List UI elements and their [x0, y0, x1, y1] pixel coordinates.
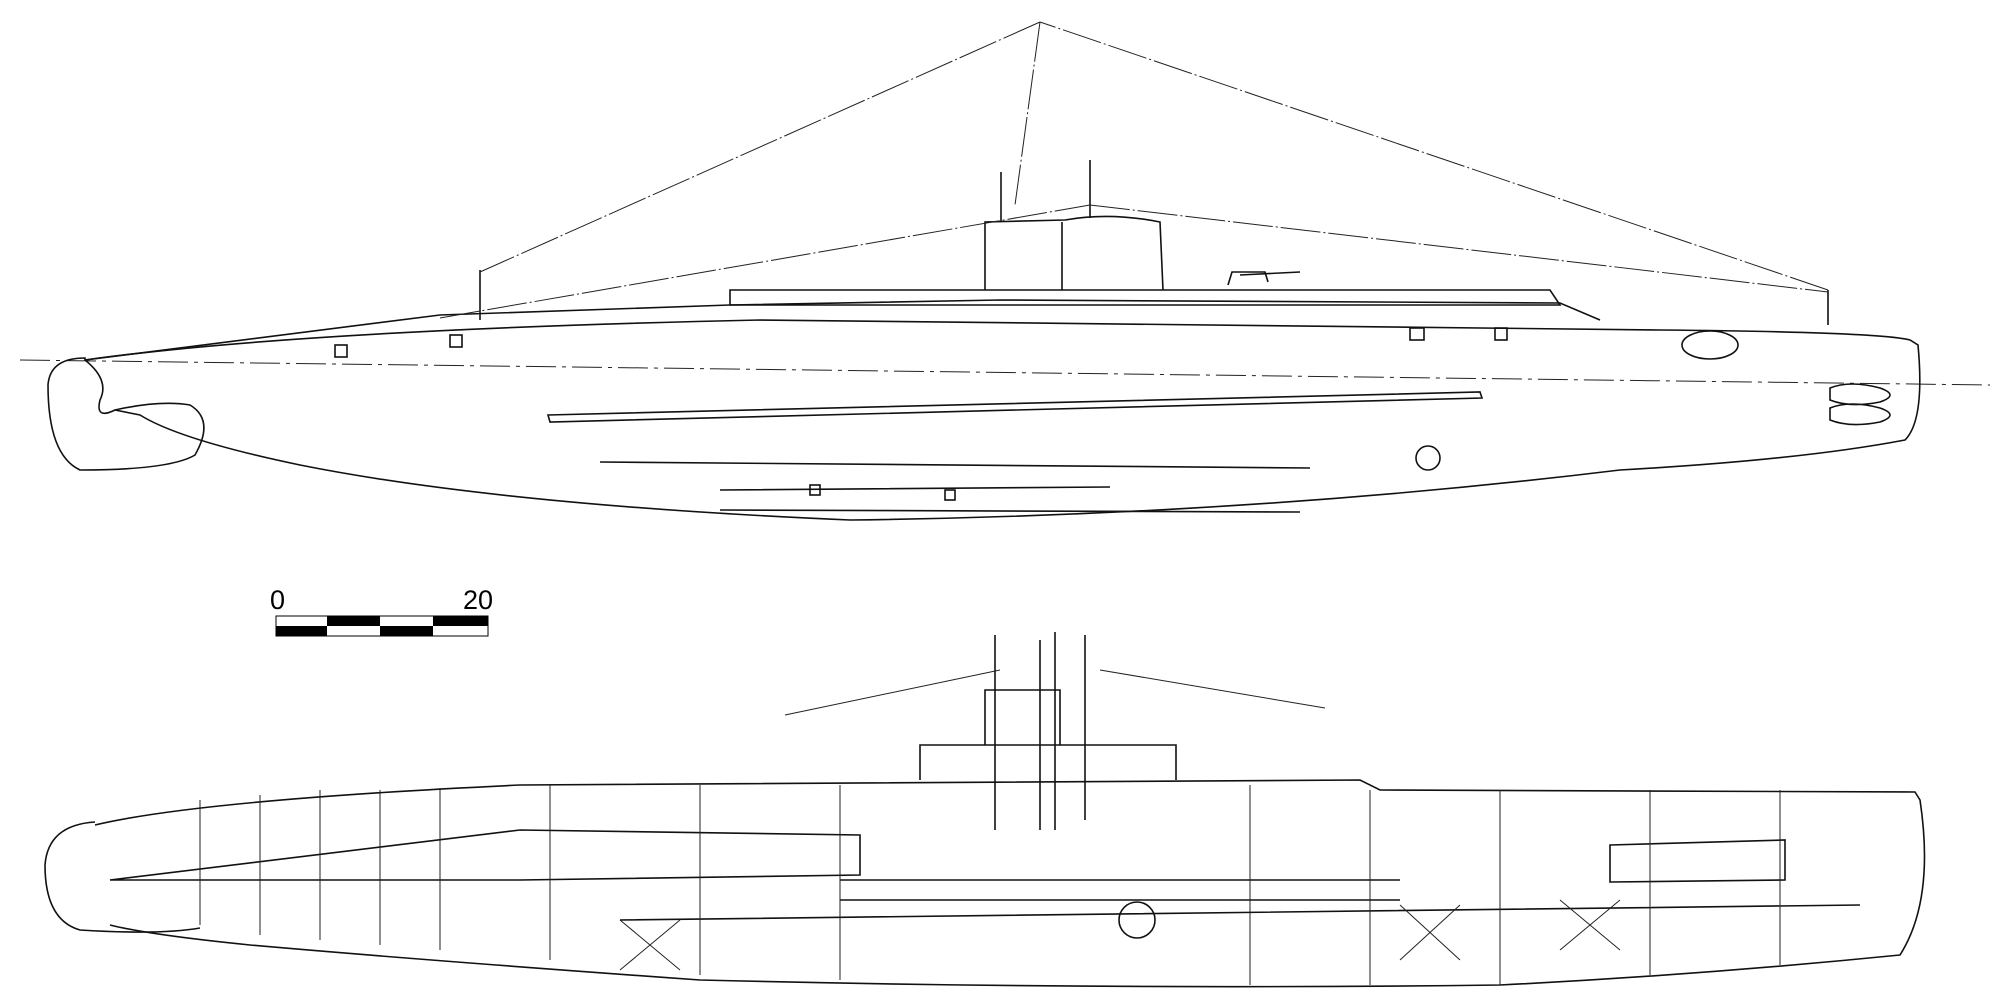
scale-bar	[275, 615, 489, 637]
inboard-hull	[94, 779, 1926, 988]
profile-view	[19, 21, 1991, 521]
scale-end-label: 20	[463, 585, 494, 615]
inboard-profile-view	[44, 632, 1926, 988]
deck-gun	[1227, 271, 1301, 286]
profile-hull	[84, 319, 1921, 521]
superstructure	[729, 289, 1562, 306]
stern-rudder	[47, 357, 205, 471]
scale-start-label: 0	[270, 585, 286, 615]
conning-tower	[984, 215, 1164, 291]
